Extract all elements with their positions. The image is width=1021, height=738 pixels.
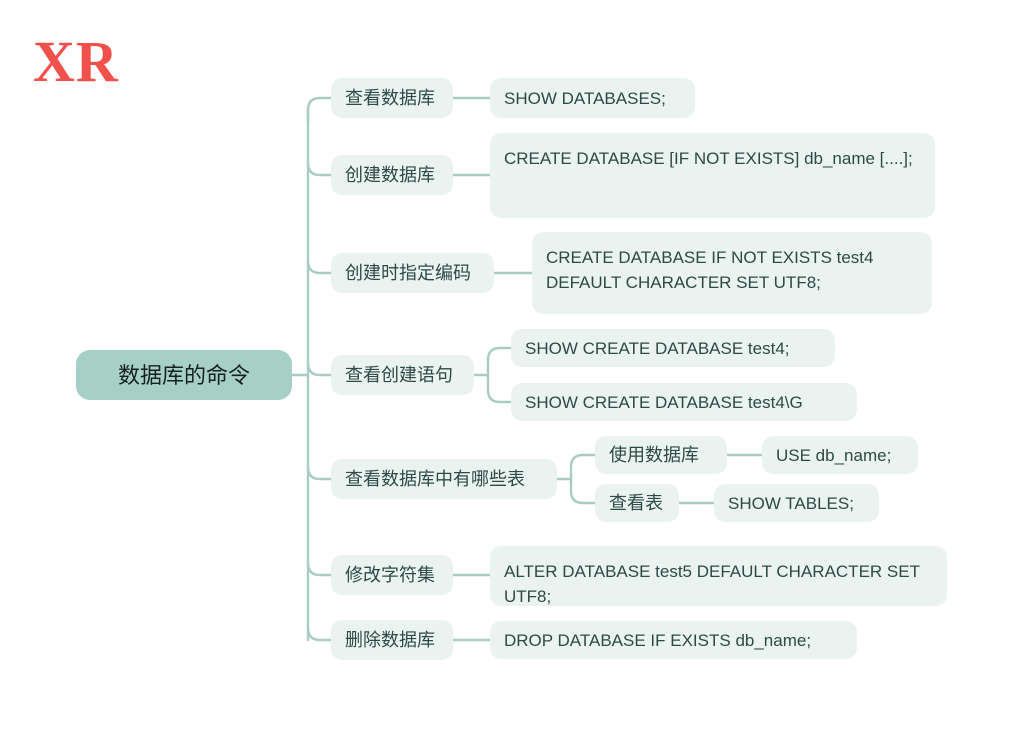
- branch-node-label: 修改字符集: [345, 564, 435, 585]
- leaf-node-show-tables[interactable]: SHOW TABLES;: [714, 484, 879, 522]
- branch-node-label: 创建数据库: [345, 164, 435, 185]
- leaf-node-label: SHOW CREATE DATABASE test4\G: [525, 392, 803, 412]
- leaf-node-show-databases[interactable]: SHOW DATABASES;: [490, 78, 695, 118]
- subbranch-node-label: 使用数据库: [609, 444, 699, 465]
- link-trunk-b4: [306, 361, 333, 377]
- leaf-node-show-create-database[interactable]: SHOW CREATE DATABASE test4;: [511, 329, 835, 367]
- branch-node-label: 查看数据库: [345, 87, 435, 108]
- branch-node-create-database[interactable]: 创建数据库: [331, 155, 453, 195]
- leaf-node-label: SHOW DATABASES;: [504, 88, 666, 108]
- branch-node-modify-charset[interactable]: 修改字符集: [331, 555, 453, 595]
- root-node[interactable]: 数据库的命令: [76, 350, 292, 400]
- link-trunk-b2: [306, 161, 333, 177]
- leaf-node-create-database-syntax[interactable]: CREATE DATABASE [IF NOT EXISTS] db_name …: [490, 133, 935, 218]
- leaf-node-drop-database-stmt[interactable]: DROP DATABASE IF EXISTS db_name;: [490, 621, 857, 659]
- subbranch-node-use-database[interactable]: 使用数据库: [595, 436, 727, 474]
- leaf-node-use-db-name[interactable]: USE db_name;: [762, 436, 918, 474]
- leaf-node-label: CREATE DATABASE IF NOT EXISTS test4 DEFA…: [546, 248, 879, 292]
- branch-node-drop-database[interactable]: 删除数据库: [331, 620, 453, 660]
- branch-node-view-create-statement[interactable]: 查看创建语句: [331, 355, 474, 395]
- leaf-node-alter-database-charset[interactable]: ALTER DATABASE test5 DEFAULT CHARACTER S…: [490, 546, 947, 606]
- branch-node-specify-charset-on-create[interactable]: 创建时指定编码: [331, 253, 494, 293]
- branch-node-label: 查看创建语句: [345, 364, 453, 385]
- link-b5-fork: [569, 453, 585, 505]
- link-trunk-b5: [306, 465, 333, 481]
- subbranch-node-view-tables[interactable]: 查看表: [595, 484, 679, 522]
- leaf-node-label: SHOW TABLES;: [728, 493, 854, 513]
- link-trunk-b1: [306, 96, 333, 124]
- branch-node-label: 查看数据库中有哪些表: [345, 468, 525, 489]
- branch-node-label: 删除数据库: [345, 629, 435, 650]
- leaf-node-label: SHOW CREATE DATABASE test4;: [525, 338, 790, 358]
- branch-node-view-databases[interactable]: 查看数据库: [331, 78, 453, 118]
- link-trunk-b7: [306, 626, 333, 642]
- link-b4-fork: [486, 346, 502, 404]
- link-trunk-b3: [306, 259, 333, 275]
- leaf-node-label: USE db_name;: [776, 445, 892, 465]
- branch-node-view-tables-in-database[interactable]: 查看数据库中有哪些表: [331, 459, 557, 499]
- subbranch-node-label: 查看表: [609, 492, 663, 513]
- xr-watermark-logo: XR: [33, 29, 119, 94]
- link-trunk-b6: [306, 561, 333, 577]
- leaf-node-create-database-utf8[interactable]: CREATE DATABASE IF NOT EXISTS test4 DEFA…: [532, 232, 932, 314]
- leaf-node-label: ALTER DATABASE test5 DEFAULT CHARACTER S…: [504, 562, 925, 606]
- branch-node-label: 创建时指定编码: [345, 262, 471, 283]
- root-node-label: 数据库的命令: [117, 362, 250, 388]
- leaf-node-show-create-database-g[interactable]: SHOW CREATE DATABASE test4\G: [511, 383, 857, 421]
- leaf-node-label: CREATE DATABASE [IF NOT EXISTS] db_name …: [504, 149, 913, 168]
- leaf-node-label: DROP DATABASE IF EXISTS db_name;: [504, 630, 812, 650]
